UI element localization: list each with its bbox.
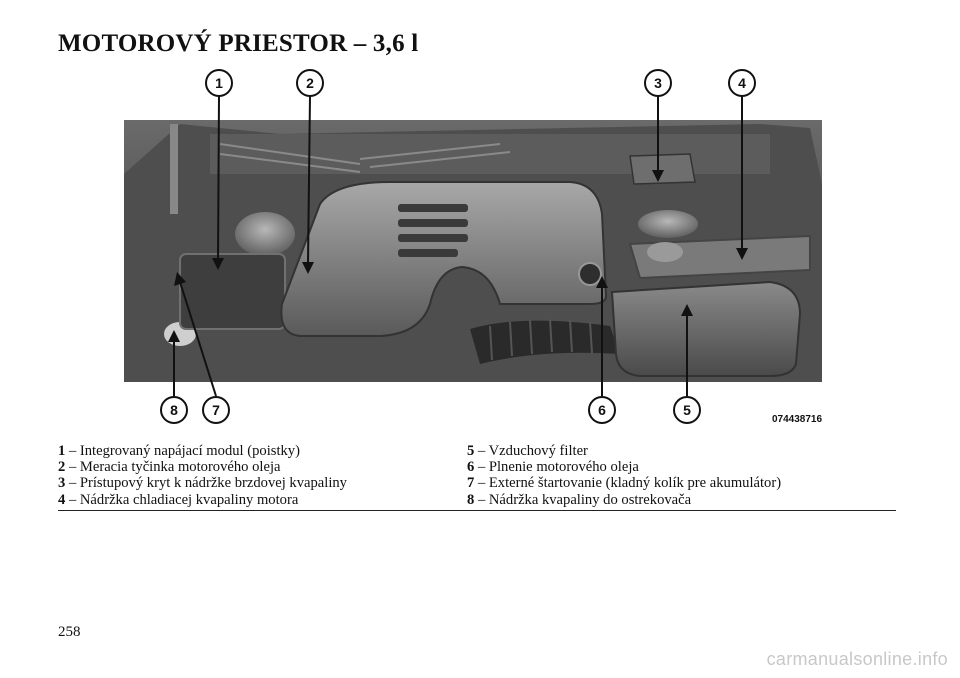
legend-item: 3 – Prístupový kryt k nádržke brzdovej k… <box>58 475 347 492</box>
watermark: carmanualsonline.info <box>766 649 948 669</box>
legend-item: 4 – Nádržka chladiacej kvapaliny motora <box>58 491 299 508</box>
legend-item: 1 – Integrovaný napájací modul (poistky) <box>58 443 300 459</box>
callout-labels: 1 2 3 4 5 6 7 8 074438716 <box>160 69 822 425</box>
callout-3: 3 <box>654 75 662 91</box>
legend-item: 6 – Plnenie motorového oleja <box>467 459 639 476</box>
legend-column-right: 5 – Vzduchový filter 6 – Plnenie motorov… <box>467 443 896 508</box>
engine-bay-figure: 1 2 3 4 5 6 7 8 074438716 <box>120 64 840 436</box>
callout-2: 2 <box>306 75 314 91</box>
engine-bay-illustration-icon: 1 2 3 4 5 6 7 8 074438716 <box>124 69 822 425</box>
legend-column-left: 1 – Integrovaný napájací modul (poistky)… <box>58 443 467 508</box>
legend: 1 – Integrovaný napájací modul (poistky)… <box>58 443 896 511</box>
callout-1: 1 <box>215 75 223 91</box>
callout-6: 6 <box>598 402 606 418</box>
callout-7: 7 <box>212 402 220 418</box>
legend-item: 5 – Vzduchový filter <box>467 443 588 459</box>
page-number: 258 <box>58 624 81 640</box>
callout-5: 5 <box>683 402 691 418</box>
image-code: 074438716 <box>772 414 822 425</box>
legend-item: 2 – Meracia tyčinka motorového oleja <box>58 459 281 476</box>
legend-item: 8 – Nádržka kvapaliny do ostrekovača <box>467 491 692 508</box>
engine-cover <box>280 181 608 337</box>
legend-item: 7 – Externé štartovanie (kladný kolík pr… <box>467 475 782 492</box>
callout-8: 8 <box>170 402 178 418</box>
page-title: MOTOROVÝ PRIESTOR – 3,6 l <box>58 30 419 57</box>
callout-4: 4 <box>738 75 746 91</box>
